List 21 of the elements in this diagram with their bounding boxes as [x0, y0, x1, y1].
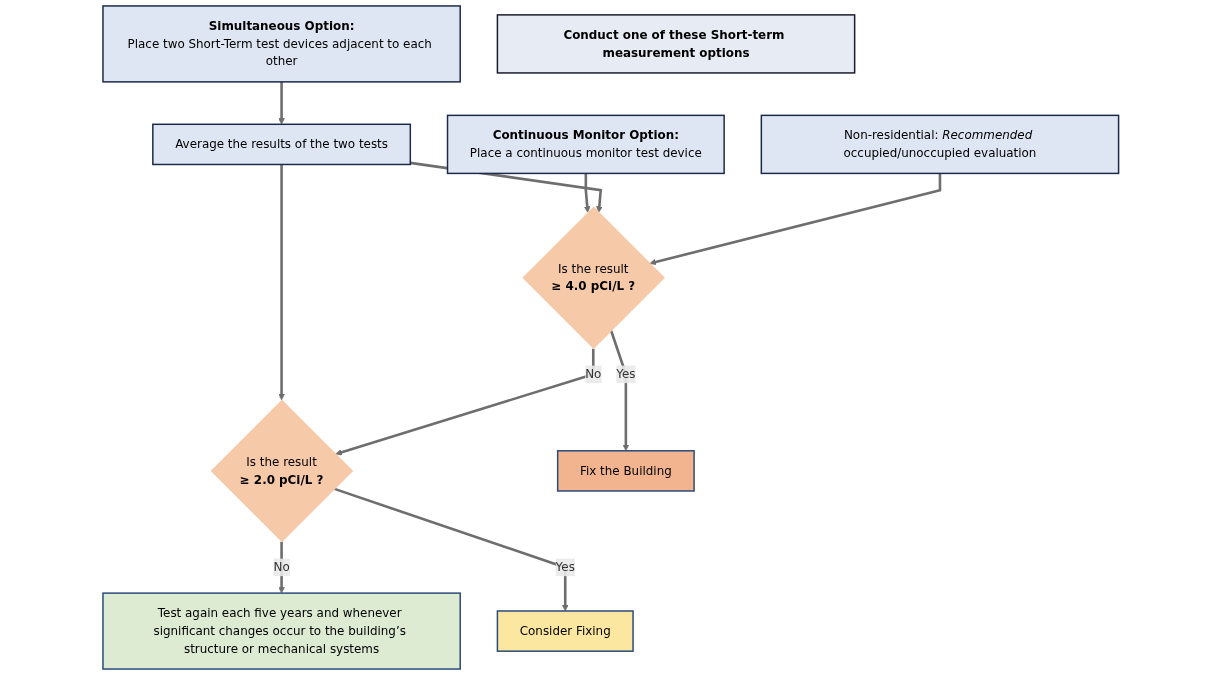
node-box: Fix the Building — [556, 450, 695, 492]
node-box: Conduct one of these Short-term measurement options — [496, 14, 856, 74]
node-diamond: Is the result ≥ 4.0 pCi/L ? — [522, 206, 665, 350]
node-box: Simultaneous Option: Place two Short-Term test devices adjacent to each other — [101, 5, 461, 83]
edge-label: No — [584, 366, 602, 382]
arrow — [609, 330, 629, 452]
edge-label: Yes — [615, 366, 636, 382]
node-box: Test again each five years and whenever significant changes occur to the building’s structure or mechanical systems — [101, 592, 461, 670]
node-box: Continuous Monitor Option: Place a continuous monitor test device — [446, 114, 725, 175]
node-box: Non-residential: Recommended occupied/unoccupied evaluation — [760, 114, 1120, 175]
edge-label: No — [273, 560, 290, 575]
arrow — [333, 487, 569, 612]
node-diamond: Is the result ≥ 2.0 pCi/L ? — [210, 399, 353, 543]
arrow — [278, 164, 285, 401]
arrow — [335, 348, 595, 456]
node-box: Average the results of the two tests — [151, 123, 411, 166]
arrow — [649, 173, 941, 266]
arrow — [583, 173, 591, 213]
node-box: Consider Fixing — [496, 610, 634, 652]
arrow — [278, 81, 285, 125]
edge-label: Yes — [555, 560, 575, 575]
